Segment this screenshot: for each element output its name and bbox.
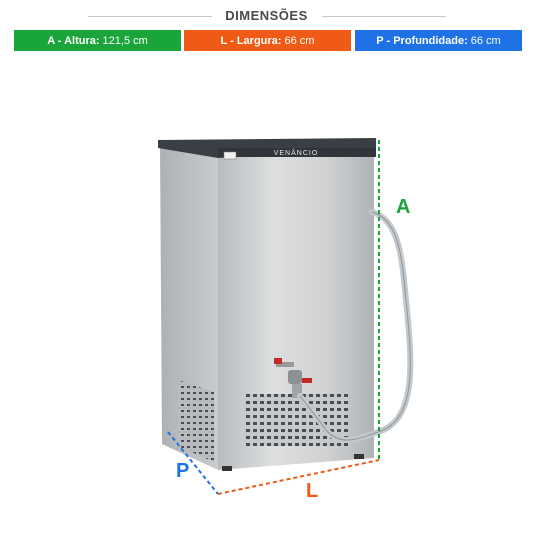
height-badge: A - Altura: 121,5 cm [14, 30, 181, 51]
depth-marker: P [176, 460, 190, 482]
depth-label: P - Profundidade: [376, 34, 468, 47]
depth-badge: P - Profundidade: 66 cm [355, 30, 522, 51]
height-value: 121,5 cm [102, 34, 148, 47]
header-title: DIMENSÕES [225, 8, 308, 23]
width-value: 66 cm [284, 34, 315, 47]
cooler-front-panel [218, 146, 374, 470]
water-hose-outline [299, 211, 411, 441]
depth-dimension-line [167, 431, 219, 495]
dimension-badges: A - Altura: 121,5 cm L - Largura: 66 cm … [14, 30, 522, 51]
height-label: A - Altura: [47, 34, 100, 47]
header-divider-left [88, 16, 212, 17]
width-marker: L [306, 480, 319, 502]
cooler-foot-right [354, 454, 364, 459]
cooler-foot-left [222, 466, 232, 471]
brand-logo: VENÂNCIO [274, 148, 319, 157]
width-label: L - Largura: [220, 34, 282, 47]
width-badge: L - Largura: 66 cm [184, 30, 351, 51]
label-sticker [223, 151, 237, 160]
header-divider-right [322, 16, 446, 17]
height-marker: A [396, 196, 411, 218]
dimensions-header: DIMENSÕES [0, 6, 533, 28]
cooler-lid-edge [218, 148, 376, 157]
faucet [274, 358, 312, 398]
depth-value: 66 cm [470, 34, 501, 47]
side-vent-grille [178, 380, 214, 462]
